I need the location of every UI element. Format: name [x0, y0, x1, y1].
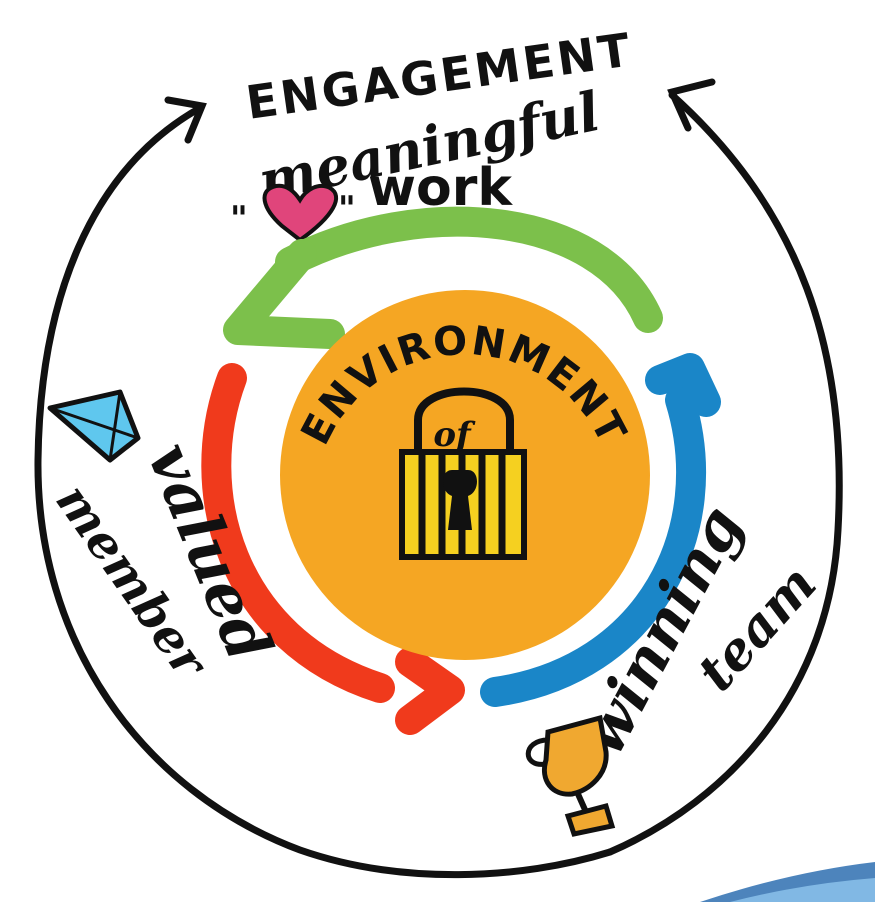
red-cycle-arrow: [201, 363, 465, 735]
padlock-icon: [399, 387, 527, 560]
heart-icon: [262, 183, 338, 243]
label-quote-open: ": [230, 199, 248, 239]
outer-arrowhead-right: [667, 78, 716, 132]
trophy-icon: [525, 714, 616, 837]
green-cycle-arrow: [223, 206, 663, 349]
blue-cycle-arrow: [480, 353, 721, 707]
diamond-icon: [47, 389, 141, 463]
corner-swoosh: [700, 862, 875, 902]
outer-arrowhead-left: [164, 96, 207, 144]
outer-ring-left-arc: [34, 104, 614, 879]
padlock-label-of: of: [433, 415, 476, 455]
label-quote-close: ": [338, 189, 356, 229]
outer-ring-right-arc: [606, 91, 843, 856]
outer-ring: [34, 78, 843, 879]
